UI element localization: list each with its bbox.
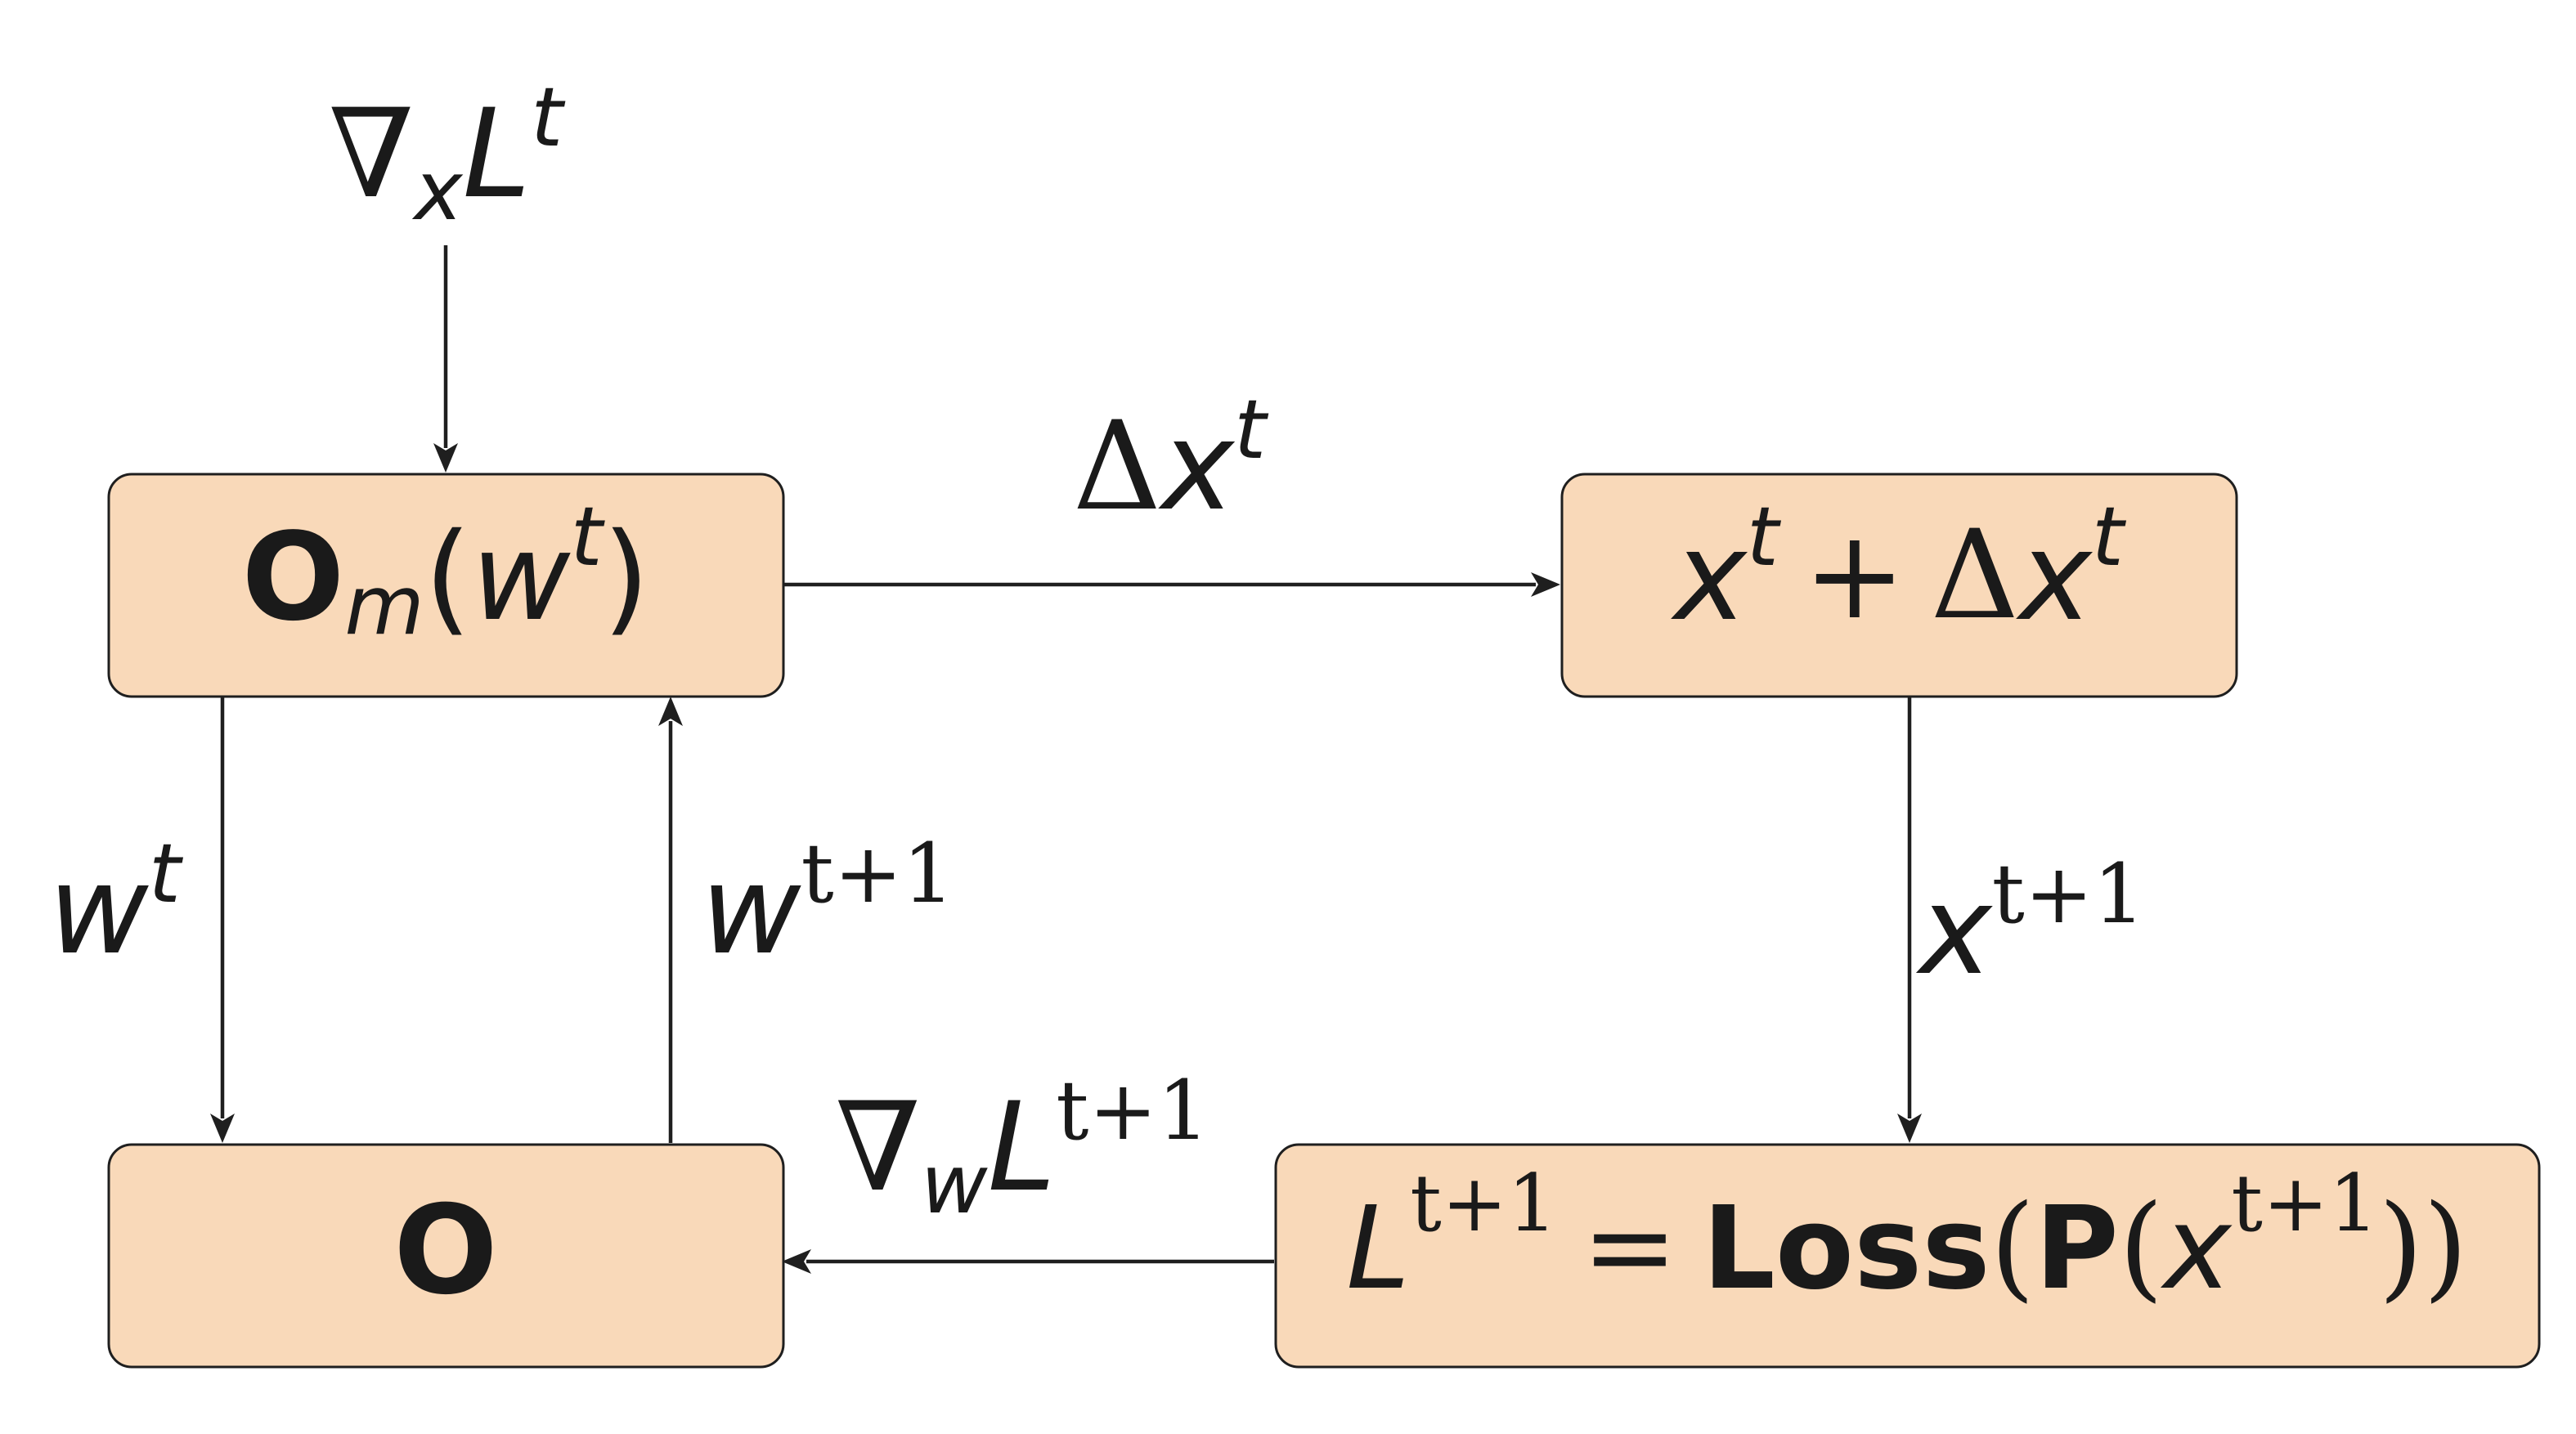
w-up-arrowhead (658, 697, 683, 726)
optimizer-box (107, 1143, 785, 1369)
node-update: xt+Δxt (1560, 473, 2238, 698)
node-optimizer-model: Om(wt) (107, 473, 785, 698)
gradient-w-label: ∇wLt+1 (835, 1063, 1209, 1232)
node-optimizer: O (107, 1143, 785, 1369)
delta-x-arrowhead (1531, 572, 1560, 597)
update-label: xt+Δxt (1671, 489, 2127, 648)
optimizer-label: O (393, 1180, 498, 1322)
w-up-label: wt+1 (701, 826, 954, 982)
update-box (1560, 473, 2238, 698)
x-next-label: xt+1 (1916, 846, 2145, 1002)
w-down-arrowhead (210, 1114, 235, 1143)
loss-label: Lt+1=Loss(P(xt+1)) (1346, 1158, 2468, 1315)
gradient-w-arrowhead (782, 1249, 811, 1274)
gradient-x-arrowhead (433, 443, 458, 473)
x-next-arrowhead (1897, 1114, 1922, 1143)
w-down-label: wt (48, 826, 184, 982)
optimizer-model-label: Om(wt) (241, 489, 649, 653)
delta-x-label: Δxt (1073, 382, 1269, 538)
loss-box (1274, 1143, 2541, 1369)
optimizer-model-box (107, 473, 785, 698)
gradient-x-label: ∇xLt (329, 69, 567, 239)
node-loss: Lt+1=Loss(P(xt+1)) (1274, 1143, 2541, 1369)
edges (210, 245, 1922, 1274)
